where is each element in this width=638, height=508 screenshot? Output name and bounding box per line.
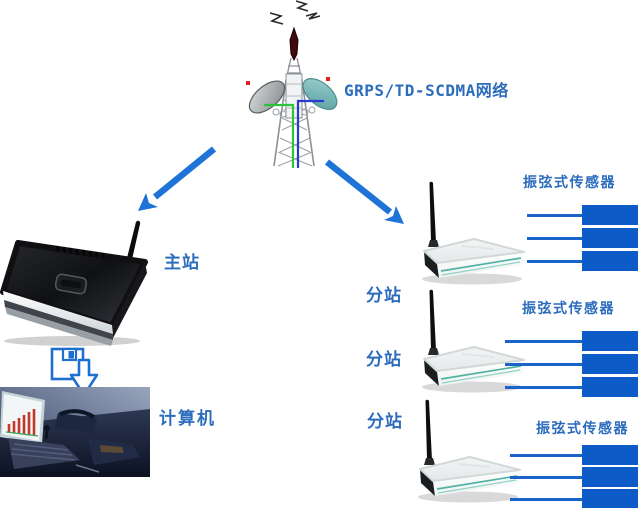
sensor-bar — [582, 377, 638, 397]
sensor-wire — [505, 340, 584, 343]
sensor-group-label-3: 振弦式传感器 — [536, 421, 629, 437]
dish-right-icon — [302, 78, 338, 110]
sensor-bar — [582, 467, 638, 487]
sensor-wire — [527, 237, 584, 240]
sensor-wire — [505, 363, 584, 366]
sensor-wire — [527, 214, 584, 217]
substation-label-3: 分站 — [367, 412, 403, 432]
laptop-image — [0, 391, 80, 469]
sensor-wire — [510, 498, 584, 501]
lightning-icon — [269, 0, 321, 25]
sensor-bar — [582, 205, 638, 225]
download-arrow-icon — [69, 358, 99, 397]
sensor-group — [505, 330, 638, 400]
save-to-disk-icon — [48, 344, 100, 404]
sensor-group-label-2: 振弦式传感器 — [522, 301, 615, 317]
sensor-bar — [582, 489, 638, 508]
cell-tower-icon — [236, 0, 340, 172]
substation-label-2: 分站 — [366, 350, 402, 370]
master-station-label: 主站 — [164, 253, 200, 273]
sensor-group-label-1: 振弦式传感器 — [523, 175, 616, 191]
network-label: GRPS/TD-SCDMA网络 — [344, 81, 509, 100]
sensor-bar — [582, 445, 638, 465]
sensor-group — [505, 204, 638, 274]
sensor-group — [505, 444, 638, 508]
sensor-bar — [582, 354, 638, 374]
sensor-wire — [527, 260, 584, 263]
computer-label: 计算机 — [159, 409, 216, 429]
sensor-bar — [582, 331, 638, 351]
sensor-wire — [505, 386, 584, 389]
sensor-bar — [582, 228, 638, 248]
computer-photo — [0, 387, 150, 481]
arrow-to-master-icon — [138, 146, 217, 211]
sensor-bar — [582, 251, 638, 271]
sensor-wire — [510, 476, 584, 479]
substation-label-1: 分站 — [366, 286, 402, 306]
router-logo-plate — [54, 273, 88, 295]
telephone-silhouette — [54, 409, 97, 433]
sensor-wire — [510, 454, 584, 457]
master-router-image — [0, 215, 158, 352]
